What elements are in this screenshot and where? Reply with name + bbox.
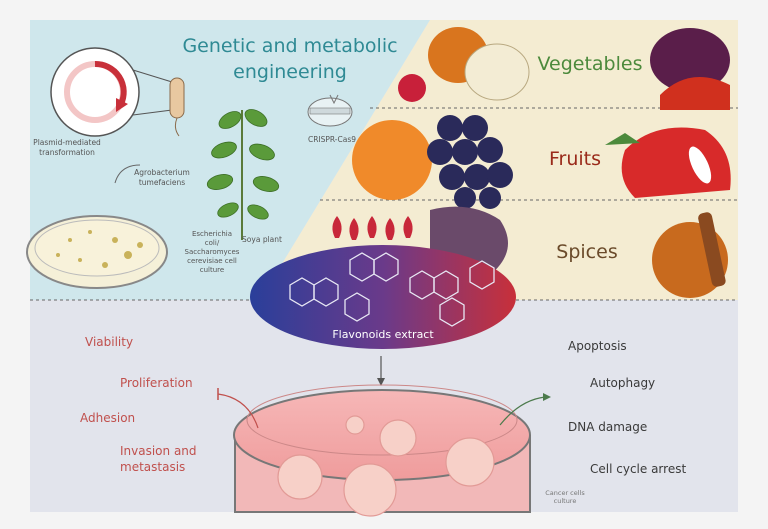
fruits-illustration <box>352 115 731 209</box>
culture-dish-icon <box>26 215 168 289</box>
title-line1: Genetic and metabolic <box>182 35 397 57</box>
viability-label: Viability <box>85 335 133 349</box>
zoom-line-top <box>132 69 173 83</box>
plasmid-label-line2: transformation <box>39 148 95 157</box>
cell-cycle-arrest-label: Cell cycle arrest <box>590 462 686 476</box>
dish-label-line1: Cancer cells <box>545 489 585 497</box>
soya-label: Soya plant <box>242 235 282 244</box>
fruits-label: Fruits <box>549 148 601 170</box>
cancer-cell-dish-icon <box>233 384 531 517</box>
autophagy-label: Autophagy <box>590 376 655 390</box>
zoom-line-bottom <box>132 109 173 116</box>
culture-label-line2: coli/ <box>205 239 220 247</box>
agro-label-line1: Agrobacterium <box>134 168 190 177</box>
culture-label-line4: cerevisiae cell <box>187 257 237 265</box>
vegetables-label: Vegetables <box>538 53 643 75</box>
soya-plant-icon <box>206 109 280 240</box>
spices-label: Spices <box>556 241 617 263</box>
inhibition-line <box>217 393 259 429</box>
extract-label: Flavonoids extract <box>332 328 434 341</box>
promotion-arrow-head <box>543 393 551 401</box>
flavonoids-extract-ellipse <box>250 245 516 349</box>
vegetables-illustration <box>398 27 730 110</box>
bacterium-icon <box>169 77 185 137</box>
dna-damage-label: DNA damage <box>568 420 647 434</box>
agro-label-line2: tumefaciens <box>139 178 185 187</box>
food-sources-panel <box>260 20 738 300</box>
proliferation-label: Proliferation <box>120 376 193 390</box>
title-line2: engineering <box>233 61 347 83</box>
dish-label-line2: culture <box>554 497 577 505</box>
culture-label-line1: Escherichia <box>192 230 232 238</box>
extract-arrow-head <box>377 378 385 386</box>
crispr-icon <box>307 94 353 127</box>
culture-label-line3: Saccharomyces <box>185 248 240 256</box>
promotion-line <box>499 396 546 426</box>
plasmid-icon <box>50 47 140 137</box>
culture-label-line5: culture <box>200 266 224 274</box>
flavonoid-structures <box>289 252 495 327</box>
agro-arrow <box>114 164 141 184</box>
invasion-label: Invasion and <box>120 444 197 458</box>
apoptosis-label: Apoptosis <box>568 339 627 353</box>
plasmid-label-line1: Plasmid-mediated <box>33 138 101 147</box>
crispr-label: CRISPR-Cas9 <box>308 135 356 144</box>
metastasis-label: metastasis <box>120 460 185 474</box>
adhesion-label: Adhesion <box>80 411 135 425</box>
